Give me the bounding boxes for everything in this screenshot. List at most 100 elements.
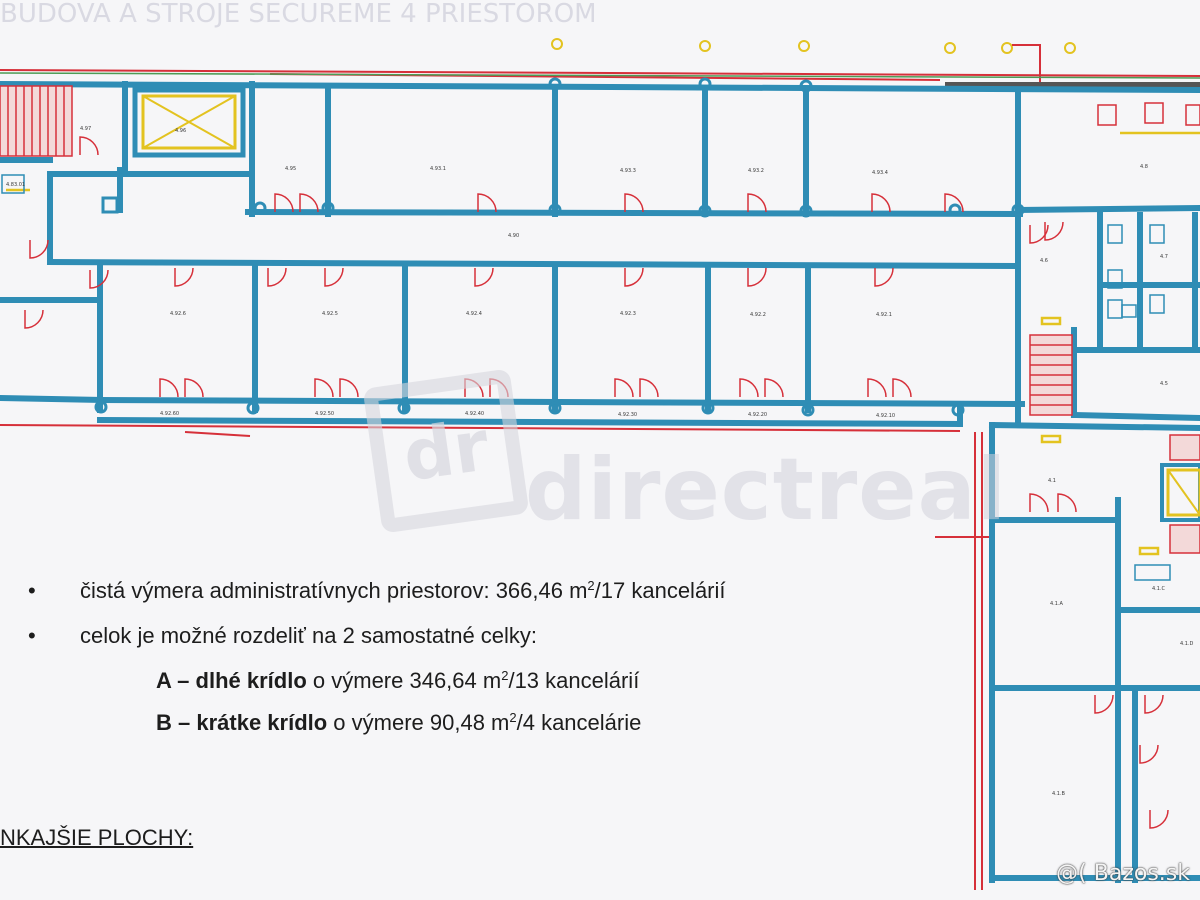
door-swing	[1144, 694, 1164, 714]
door-swing	[871, 193, 891, 213]
sub-item-a-title: A – dlhé krídlo	[156, 668, 307, 693]
room-label: 4.93.3	[620, 168, 636, 174]
room-label: 4.92.60	[160, 411, 179, 417]
sub-item-b-text: o výmere 90,48 m	[327, 710, 510, 735]
room-label: 4.83.01	[6, 182, 25, 188]
door-swing	[614, 378, 634, 398]
door-swing	[1044, 221, 1064, 241]
door-swing	[174, 267, 194, 287]
room-label: 4.1.A	[1050, 601, 1064, 607]
door-swing	[267, 267, 287, 287]
door-swing	[29, 239, 49, 259]
sub-item-a-text: o výmere 346,64 m	[306, 668, 502, 693]
room-label: 4.1.B	[1052, 791, 1066, 797]
room-label: 4.95	[285, 166, 296, 172]
staircase-west	[0, 85, 73, 157]
walls	[0, 80, 1200, 883]
room-label: 4.5	[1160, 381, 1168, 387]
door-swing	[1139, 744, 1159, 764]
staircase-east	[1169, 434, 1200, 554]
bullet-dot: •	[28, 578, 36, 603]
room-label: 4.92.30	[618, 412, 637, 418]
room-label: 4.92.40	[465, 411, 484, 417]
door-swing	[892, 378, 912, 398]
bullet-item: • čistá výmera administratívnych priesto…	[28, 578, 726, 623]
door-swing	[24, 309, 44, 329]
room-label: 4.7	[1160, 254, 1168, 260]
bullet-item: • celok je možné rozdeliť na 2 samostatn…	[28, 623, 726, 668]
yellow-details	[6, 131, 1200, 556]
axis-markers	[551, 38, 1076, 54]
furniture-east	[1097, 102, 1200, 126]
door-swing	[1029, 493, 1049, 513]
superscript: 2	[587, 578, 595, 593]
door-swing	[489, 378, 509, 398]
room-label: 4.92.10	[876, 413, 895, 419]
bullet-text: čistá výmera administratívnych priestoro…	[80, 578, 726, 604]
room-label: 4.1.D	[1180, 641, 1194, 647]
staircase-center	[1029, 334, 1073, 416]
door-swing	[339, 378, 359, 398]
room-label: 4.93.2	[748, 168, 764, 174]
door-swing	[624, 267, 644, 287]
door-swing	[747, 267, 767, 287]
doors	[24, 136, 1169, 829]
door-swing	[89, 269, 109, 289]
wc-fixtures	[1, 174, 1171, 581]
room-label: 4.92.6	[170, 311, 186, 317]
room-label: 4.93.1	[430, 166, 446, 172]
door-swing	[747, 193, 767, 213]
room-label: 4.1	[1048, 478, 1056, 484]
door-swing	[474, 267, 494, 287]
door-swing	[274, 193, 294, 213]
room-label: 4.8	[1140, 164, 1148, 170]
bullet-text: celok je možné rozdeliť na 2 samostatné …	[80, 623, 538, 648]
door-swing	[1149, 809, 1169, 829]
room-label: 4.96	[175, 128, 186, 134]
door-swing	[1094, 694, 1114, 714]
room-labels: 4.95 4.93.1 4.93.3 4.93.2 4.93.4 4.8 4.9…	[6, 126, 1194, 797]
door-swing	[1029, 224, 1049, 244]
area-text-suffix: /17 kancelárií	[594, 578, 726, 603]
room-label: 4.6	[1040, 258, 1048, 264]
area-text: čistá výmera administratívnych priestoro…	[80, 578, 588, 603]
door-swing	[624, 193, 644, 213]
hatch-top-right	[945, 82, 1200, 90]
room-label: 4.92.2	[750, 312, 766, 318]
room-label: 4.1.C	[1152, 586, 1166, 592]
superscript: 2	[509, 710, 517, 725]
door-swing	[1057, 493, 1077, 513]
sub-item-b-title: B – krátke krídlo	[156, 710, 328, 735]
door-swing	[477, 193, 497, 213]
sub-item-b-suffix: /4 kancelárie	[516, 710, 642, 735]
bullet-list: • čistá výmera administratívnych priesto…	[28, 578, 726, 752]
plan-header-faint: BUDOVA A STROJE SECUREME 4 PRIESTOROM	[0, 0, 597, 29]
green-line-top	[0, 72, 1200, 79]
door-swing	[867, 378, 887, 398]
room-label: 4.97	[80, 126, 91, 132]
room-label: 4.92.20	[748, 412, 767, 418]
entrance-arrow	[1012, 44, 1041, 82]
door-swing	[184, 378, 204, 398]
door-swing	[324, 267, 344, 287]
room-label: 4.93.4	[872, 170, 888, 176]
watermark-text: directreal	[525, 440, 1008, 540]
door-swing	[464, 378, 484, 398]
door-swing	[159, 378, 179, 398]
bullet-dot: •	[28, 623, 36, 648]
sub-item-a-suffix: /13 kancelárií	[508, 668, 640, 693]
lift-shaft-east	[1160, 463, 1200, 522]
columns	[94, 77, 1025, 417]
lift-shaft	[132, 87, 246, 158]
section-heading: NKAJŠIE PLOCHY:	[0, 825, 194, 850]
sub-item-b: B – krátke krídlo o výmere 90,48 m2/4 ka…	[156, 710, 726, 752]
superscript: 2	[501, 668, 509, 683]
room-label: 4.92.4	[466, 311, 482, 317]
room-label: 4.92.50	[315, 411, 334, 417]
door-swing	[764, 378, 784, 398]
door-swing	[314, 378, 334, 398]
room-label: 4.90	[508, 233, 519, 239]
room-label: 4.92.1	[876, 312, 892, 318]
door-swing	[79, 136, 99, 156]
